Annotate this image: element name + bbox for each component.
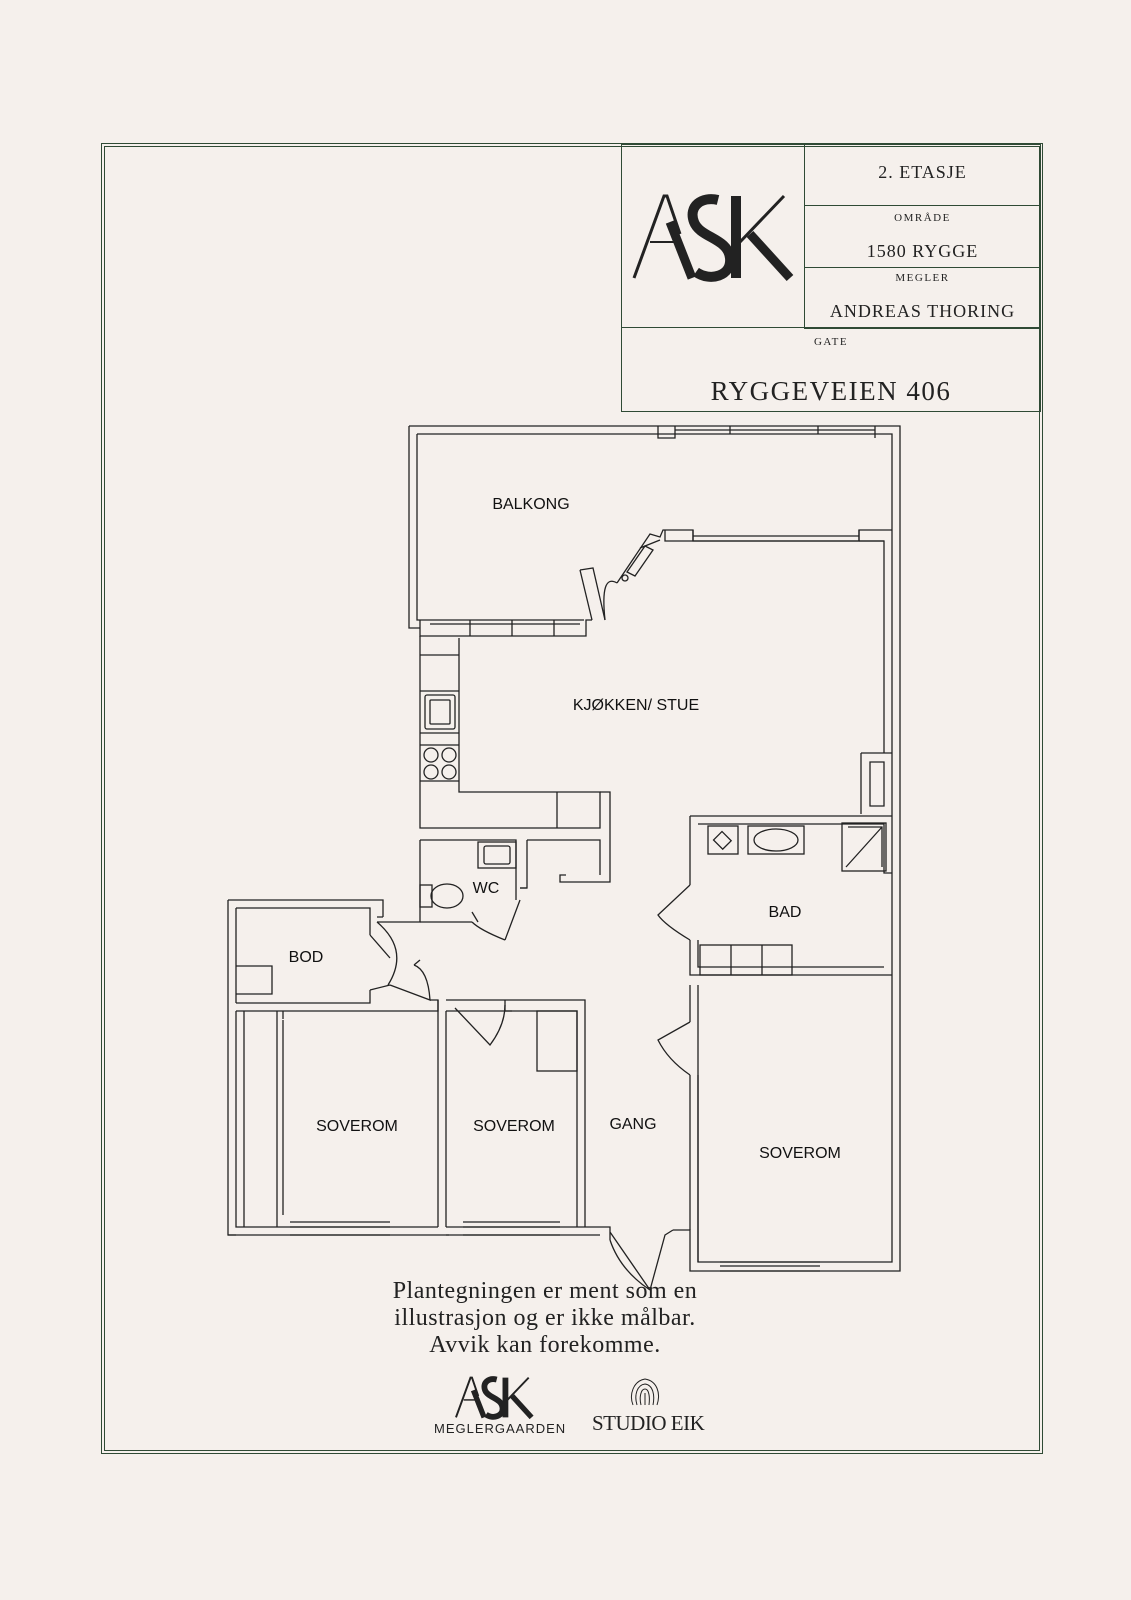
disclaimer-line-3: Avvik kan forekomme.: [429, 1332, 661, 1358]
room-label-balcony: BALKONG: [492, 496, 569, 513]
title-block: 2. ETASJE OMRÅDE 1580 RYGGE MEGLER ANDRE…: [621, 144, 1041, 412]
disclaimer-line-1: Plantegningen er ment som en: [392, 1278, 698, 1304]
room-label-bedroom-2: SOVEROM: [473, 1118, 555, 1135]
room-label-bedroom-1: SOVEROM: [316, 1118, 398, 1135]
studio-eik-text: STUDIO EIK: [592, 1411, 705, 1435]
room-label-storage: BOD: [289, 949, 324, 966]
ask-logo: [632, 194, 794, 282]
floor-label: 2. ETASJE: [878, 162, 967, 182]
room-label-hallway: GANG: [609, 1116, 656, 1133]
area-caption: OMRÅDE: [894, 212, 951, 224]
street-value: RYGGEVEIEN 406: [710, 376, 952, 406]
page-frame: [101, 143, 1043, 1454]
room-label-bedroom-3: SOVEROM: [759, 1145, 841, 1162]
street-cell: [621, 327, 1041, 412]
disclaimer-line-2: illustrasjon og er ikke målbar.: [394, 1305, 696, 1331]
room-label-bath: BAD: [769, 904, 802, 921]
broker-caption: MEGLER: [895, 272, 950, 284]
ask-small-logo: [455, 1376, 534, 1420]
room-label-wc: WC: [473, 880, 500, 897]
meglergaarden-text: MEGLERGAARDEN: [434, 1421, 567, 1436]
broker-value: ANDREAS THORING: [829, 301, 1016, 321]
footer-logos: MEGLERGAARDEN STUDIO EIK: [430, 1375, 710, 1440]
area-value: 1580 RYGGE: [866, 241, 979, 261]
street-caption: GATE: [813, 336, 849, 348]
disclaimer: Plantegningen er ment som en illustrasjo…: [330, 1278, 760, 1359]
fingerprint-icon: [631, 1378, 659, 1406]
broker-cell: [804, 267, 1041, 329]
room-label-kitchen-living: KJØKKEN/ STUE: [573, 697, 699, 714]
